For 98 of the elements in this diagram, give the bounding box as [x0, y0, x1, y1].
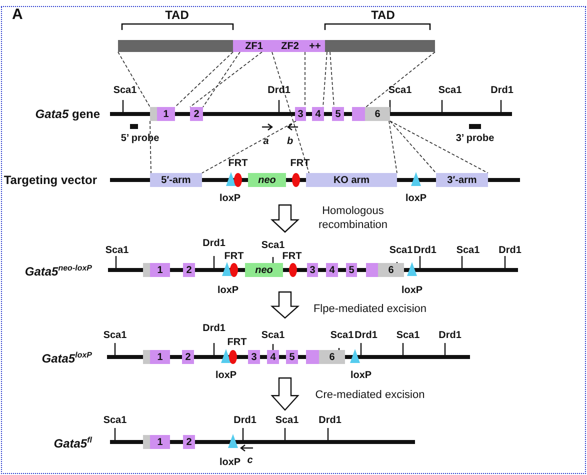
- site-label: Sca1: [388, 85, 412, 97]
- site-label: Sca1: [105, 245, 129, 257]
- edge-label: Flpe-mediated excision: [313, 302, 427, 316]
- site-label: Drd1: [354, 330, 378, 342]
- probe-label: 3’ probe: [456, 133, 494, 145]
- homology-arm-box: KO arm: [306, 173, 397, 187]
- site-label: Sca1: [275, 415, 299, 427]
- site-label: FRT: [290, 158, 310, 170]
- site-label: Drd1: [268, 85, 290, 97]
- site-label: loxP: [215, 370, 237, 382]
- site-label: loxP: [405, 193, 427, 205]
- site-label: Drd1: [202, 323, 226, 335]
- cassette-box: neo: [245, 263, 283, 277]
- exon-box: 6: [306, 350, 345, 364]
- exon-box: 2: [183, 435, 195, 449]
- site-label: Sca1: [103, 415, 127, 427]
- panel-letter: A: [12, 7, 23, 23]
- site-label: FRT: [228, 158, 248, 170]
- exon-box: 1: [143, 350, 170, 364]
- allele-name: Gata5$^{fl}$: [54, 434, 92, 450]
- exon-box: 4: [267, 350, 279, 364]
- exon-box: 5: [286, 350, 298, 364]
- site-label: FRT: [282, 251, 302, 263]
- allele-name: Gata5$^{loxP}$: [42, 350, 92, 366]
- exon-box: 1: [143, 435, 170, 449]
- exon-box: 4: [312, 107, 324, 121]
- primer-name: a: [263, 136, 269, 148]
- dashed-guide-line: [272, 52, 310, 174]
- block-arrow: [270, 291, 300, 319]
- domain-label: TAD: [165, 9, 189, 21]
- site-label: loxP: [219, 457, 241, 469]
- dashed-guide-line: [202, 120, 296, 174]
- exon-box: 2: [190, 107, 203, 121]
- primer-name: c: [247, 455, 253, 467]
- domain-bar: [118, 40, 233, 52]
- dashed-guide-line: [390, 120, 436, 174]
- site-label: Drd1: [438, 330, 462, 342]
- exon-box: 6: [366, 263, 404, 277]
- dashed-guide-line: [322, 52, 328, 108]
- protein-domain: ZF2: [275, 40, 305, 52]
- site-label: Sca1: [396, 330, 420, 342]
- dashed-guide-line: [366, 52, 436, 108]
- exon-box: 3: [248, 350, 260, 364]
- exon-box: 3: [295, 107, 306, 121]
- site-label: Sca1: [330, 330, 354, 342]
- edge-label: Homologous recombination: [317, 204, 389, 232]
- block-arrow: [270, 377, 300, 411]
- exon-box: 5: [332, 107, 344, 121]
- exon-box: 4: [326, 263, 338, 277]
- dashed-guide-line: [330, 52, 334, 108]
- protein-domain: ++: [305, 40, 325, 52]
- exon-box: 1: [143, 263, 170, 277]
- site-label: loxP: [217, 285, 239, 297]
- site-label: loxP: [350, 370, 372, 382]
- site-label: Sca1: [261, 330, 285, 342]
- exon-box: 2: [182, 350, 194, 364]
- exon-box: 2: [183, 263, 195, 277]
- site-label: loxP: [219, 193, 241, 205]
- site-label: Sca1: [261, 240, 285, 252]
- dashed-guide-line: [304, 52, 306, 108]
- protein-domain: ZF1: [233, 40, 275, 52]
- dashed-guide-line: [388, 120, 398, 174]
- primer-name: b: [286, 136, 294, 148]
- site-label: Drd1: [318, 415, 342, 427]
- domain-label: TAD: [371, 9, 395, 21]
- allele-name: Targeting vector: [4, 173, 97, 187]
- site-label: loxP: [401, 285, 423, 297]
- dashed-guide-line: [150, 120, 152, 174]
- exon-box: 1: [150, 107, 175, 121]
- dashed-guide-line: [174, 52, 234, 108]
- site-label: Drd1: [202, 238, 226, 250]
- site-label: Sca1: [456, 245, 480, 257]
- allele-name: Gata5$^{neo-loxP}$: [24, 262, 92, 278]
- exon-box: 3: [307, 263, 318, 277]
- block-arrow: [270, 204, 300, 233]
- site-label: Drd1: [414, 245, 436, 257]
- edge-label: Cre-mediated excision: [315, 388, 425, 402]
- cassette-box: neo: [248, 173, 286, 187]
- site-label: Sca1: [389, 245, 413, 257]
- allele-name: Gata5 gene: [35, 107, 100, 121]
- dashed-guide-line: [190, 52, 262, 108]
- site-label: Sca1: [103, 330, 127, 342]
- site-label: Drd1: [498, 245, 522, 257]
- domain-bar: [325, 40, 435, 52]
- site-label: Sca1: [113, 85, 137, 97]
- dashed-guide-line: [118, 52, 150, 108]
- homology-arm-box: 5′-arm: [150, 173, 202, 187]
- site-label: Sca1: [438, 85, 462, 97]
- site-label: FRT: [227, 337, 247, 349]
- site-label: FRT: [224, 251, 244, 263]
- exon-box: 5: [346, 263, 357, 277]
- site-label: Drd1: [490, 85, 514, 97]
- homology-arm-box: 3′-arm: [436, 173, 488, 187]
- site-label: Drd1: [234, 415, 256, 427]
- dashed-guide-line: [202, 52, 240, 108]
- probe-label: 5’ probe: [120, 133, 160, 145]
- exon-box: 6: [352, 107, 390, 121]
- dashed-guide-line: [390, 120, 488, 174]
